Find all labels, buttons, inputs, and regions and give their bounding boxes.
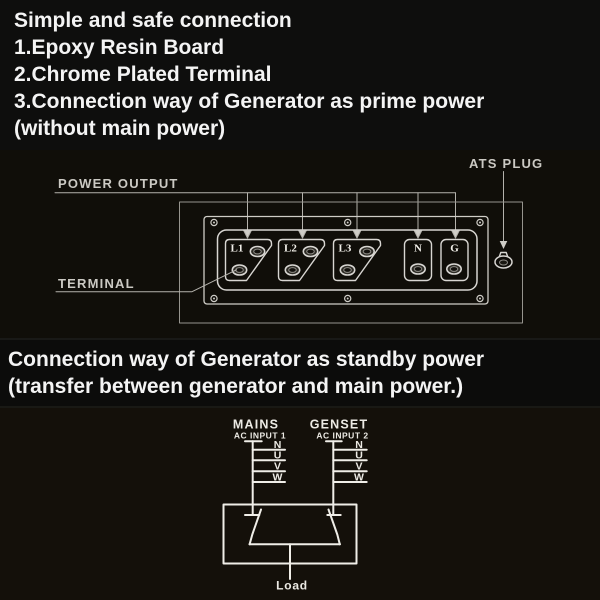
intro-line-2: 2.Chrome Plated Terminal — [14, 63, 272, 86]
mains-phase-u: U — [274, 450, 282, 462]
terminal-slot-g: G — [440, 238, 469, 282]
terminal-callout-label: TERMINAL — [58, 276, 135, 291]
terminal-slot-l1: L1 — [224, 238, 273, 282]
terminal-g-label: G — [450, 243, 459, 255]
genset-phase-n: N — [355, 439, 363, 451]
terminal-l3-label: L3 — [339, 243, 352, 255]
screw-icon — [210, 218, 218, 227]
standby-text-section: Connection way of Generator as standby p… — [0, 338, 600, 408]
genset-phase-v: V — [355, 461, 362, 473]
screw-icon — [344, 218, 352, 227]
genset-subtitle: AC INPUT 2 — [316, 431, 368, 441]
standby-line-1: Connection way of Generator as standby p… — [8, 348, 485, 371]
screws — [210, 218, 484, 303]
intro-line-4: (without main power) — [14, 117, 226, 140]
switch-blade-left — [248, 508, 262, 546]
standby-line-2: (transfer between generator and main pow… — [8, 375, 464, 398]
mains-wires — [244, 440, 286, 516]
screw-icon — [476, 218, 484, 227]
screw-icon — [344, 294, 352, 303]
arrow-down-icon — [413, 230, 423, 239]
mains-subtitle: AC INPUT 1 — [234, 431, 286, 441]
switch-blade-right — [327, 508, 341, 546]
arrow-down-icon — [243, 230, 252, 239]
terminal-slot-n: N — [403, 238, 433, 282]
power-output-arrows — [243, 192, 460, 239]
terminal-leader-line — [55, 269, 237, 293]
genset-phase-u: U — [355, 450, 363, 462]
power-output-label: POWER OUTPUT — [58, 176, 179, 191]
terminal-l1-label: L1 — [231, 243, 244, 255]
intro-lines: Simple and safe connection 1.Epoxy Resin… — [0, 0, 600, 142]
panel-outline — [179, 201, 523, 324]
arrow-down-icon — [298, 230, 307, 239]
mains-title: MAINS — [233, 418, 279, 432]
mains-phase-v: V — [274, 461, 281, 473]
mains-phase-n: N — [274, 439, 282, 451]
switch-blades — [248, 508, 341, 580]
terminal-slot-l2: L2 — [277, 238, 326, 282]
genset-title: GENSET — [310, 418, 369, 432]
panel-diagram-section: POWER OUTPUT ATS PLUG — [0, 150, 600, 338]
screw-icon — [210, 294, 218, 303]
terminal-slot-l3: L3 — [332, 238, 382, 282]
terminal-n-label: N — [414, 243, 422, 255]
screw-icon — [476, 294, 484, 303]
intro-line-title: Simple and safe connection — [14, 9, 292, 32]
mains-phase-w: W — [273, 471, 283, 483]
wiring-diagram-section: MAINS AC INPUT 1 N U V W GENSET AC INPU — [0, 408, 600, 600]
intro-line-1: 1.Epoxy Resin Board — [14, 36, 225, 59]
arrow-down-icon — [499, 241, 508, 249]
mounting-plate — [203, 215, 489, 305]
ats-plug-label: ATS PLUG — [469, 156, 543, 171]
wiring-diagram: MAINS AC INPUT 1 N U V W GENSET AC INPU — [222, 418, 369, 593]
terminal-l2-label: L2 — [284, 243, 297, 255]
intro-text-section: Simple and safe connection 1.Epoxy Resin… — [0, 0, 600, 150]
arrow-down-icon — [352, 230, 362, 239]
intro-line-3: 3.Connection way of Generator as prime p… — [14, 90, 485, 113]
panel-diagram: POWER OUTPUT ATS PLUG — [54, 156, 543, 324]
arrow-down-icon — [451, 230, 460, 239]
ats-plug-icon — [494, 251, 513, 269]
genset-phase-w: W — [354, 471, 364, 483]
terminal-bezel — [216, 229, 478, 291]
load-label: Load — [276, 579, 308, 593]
